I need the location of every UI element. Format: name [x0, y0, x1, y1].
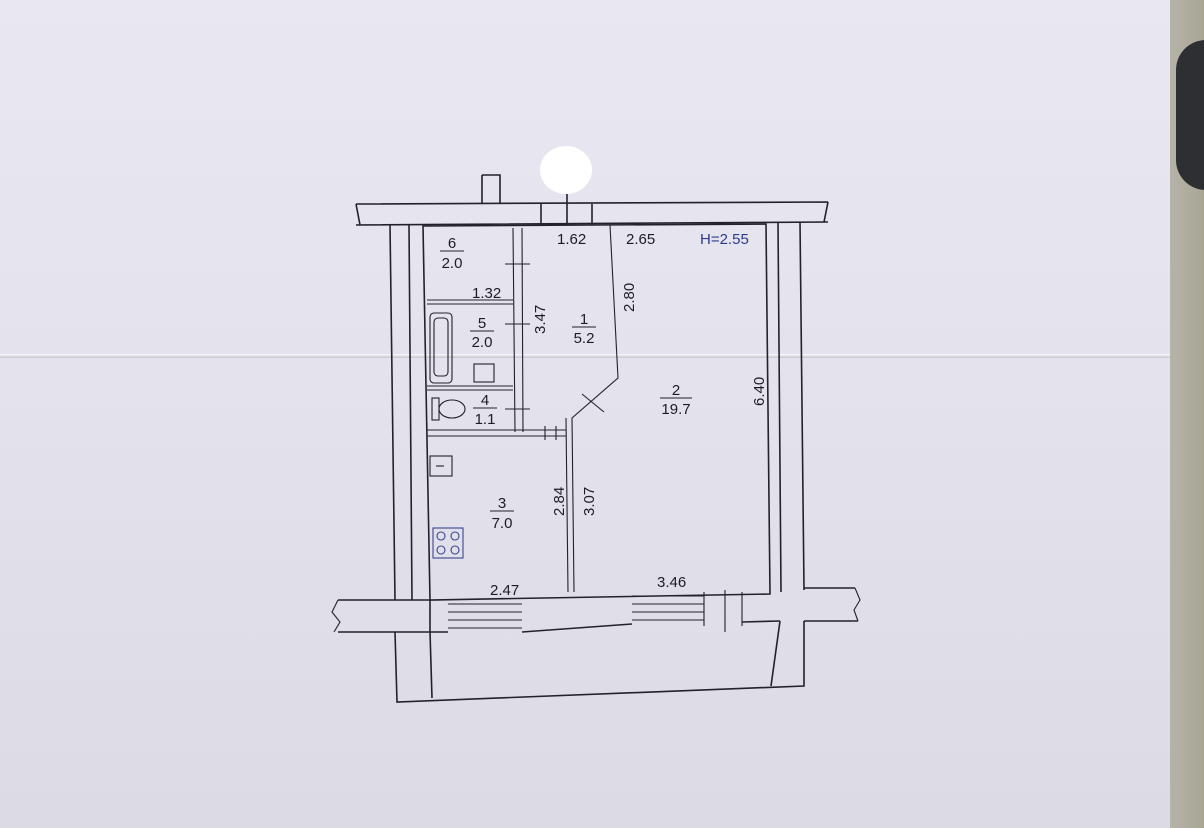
exterior-walls	[331, 174, 861, 703]
room-number: 3	[498, 495, 506, 512]
room-3-label: 3 7.0	[490, 495, 514, 532]
room-area: 5.2	[574, 330, 595, 347]
dimension-top-right: 2.65	[626, 231, 655, 248]
paper-fold	[0, 354, 1170, 358]
interior-walls	[422, 223, 771, 632]
stove-icon	[432, 527, 464, 559]
white-mark	[540, 146, 592, 194]
room-area: 7.0	[492, 515, 513, 532]
dimension-room2-corridor: 2.80	[621, 283, 638, 312]
dimension-room2-lower: 3.07	[581, 487, 598, 516]
room-number: 5	[478, 315, 486, 332]
room-number: 6	[448, 235, 456, 252]
room-number: 4	[481, 392, 489, 409]
dimension-kitchen-width: 2.47	[490, 582, 519, 599]
room-number: 2	[672, 382, 680, 399]
room-number: 1	[580, 311, 588, 328]
room-area: 1.1	[475, 411, 496, 428]
dimension-hall-width: 1.32	[472, 285, 501, 302]
room-4-label: 4 1.1	[473, 392, 497, 428]
dimension-room2-width: 3.46	[657, 574, 686, 591]
room-area: 2.0	[472, 334, 493, 351]
room-2-label: 2 19.7	[660, 382, 692, 418]
room-6-label: 6 2.0	[440, 235, 464, 272]
dimension-hall-length: 3.47	[532, 305, 549, 334]
dark-object	[1176, 40, 1204, 190]
bathtub-icon	[429, 312, 495, 384]
dimension-room2-depth: 6.40	[751, 377, 768, 406]
room-1-label: 1 5.2	[572, 311, 596, 347]
room-area: 19.7	[661, 401, 690, 418]
room-area: 2.0	[442, 255, 463, 272]
room-5-label: 5 2.0	[470, 315, 494, 351]
dimension-top-left: 1.62	[557, 231, 586, 248]
dimension-kitchen-depth: 2.84	[551, 487, 568, 516]
paper-sheet	[0, 0, 1170, 828]
toilet-icon	[431, 397, 466, 421]
sink-icon	[429, 455, 453, 477]
ceiling-height-label: H=2.55	[700, 231, 749, 248]
